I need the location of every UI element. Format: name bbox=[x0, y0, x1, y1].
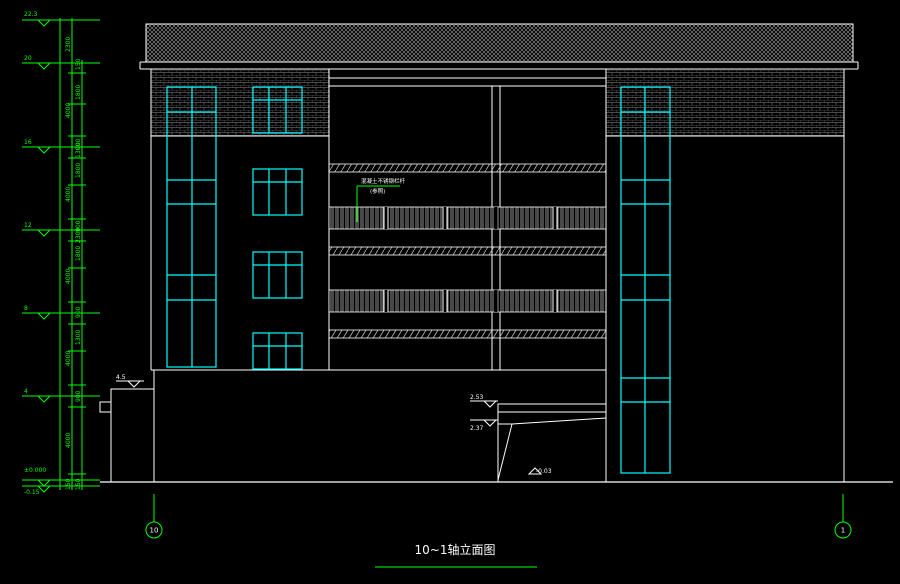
segment-label: 150 bbox=[75, 478, 82, 490]
left-windows bbox=[252, 86, 303, 370]
left-curtain-wall bbox=[166, 86, 217, 368]
segment-label: 150 bbox=[65, 478, 72, 490]
level-markers bbox=[37, 19, 51, 493]
segment-label: 4000 bbox=[65, 351, 72, 366]
drawing-title: 10~1轴立面图 bbox=[415, 542, 496, 557]
level-label: -0.15 bbox=[24, 489, 40, 496]
grid-bubble-label-left: 10 bbox=[150, 527, 159, 535]
level-label: 16 bbox=[24, 139, 32, 146]
segment-label: 900 bbox=[75, 138, 82, 150]
elevation-entry-top: 2.53 bbox=[470, 394, 484, 401]
balcony-railings bbox=[328, 206, 607, 313]
segment-label: 4000 bbox=[65, 103, 72, 118]
segment-label: 4000 bbox=[65, 269, 72, 284]
segment-label: 150 bbox=[75, 58, 82, 70]
level-label: 22.3 bbox=[24, 11, 38, 18]
segment-label: 4000 bbox=[65, 433, 72, 448]
segment-label: 1800 bbox=[75, 246, 82, 261]
right-brick-panel bbox=[605, 68, 845, 137]
segment-label: 1300 bbox=[75, 143, 82, 158]
floor-slabs bbox=[328, 163, 607, 339]
grid-axis-left: 10 bbox=[145, 494, 163, 539]
segment-label: 4000 bbox=[65, 187, 72, 202]
level-label: 12 bbox=[24, 222, 32, 229]
segment-labels: 2300 150 1800 4000 900 1800 1300 4000 90… bbox=[65, 37, 82, 490]
segment-label: 2300 bbox=[75, 228, 82, 243]
segment-label: 1800 bbox=[75, 163, 82, 178]
level-label: 8 bbox=[24, 305, 28, 312]
dimension-ruler bbox=[22, 18, 100, 490]
segment-label: 1800 bbox=[75, 85, 82, 100]
segment-label: 900 bbox=[75, 306, 82, 318]
level-label: 20 bbox=[24, 55, 32, 62]
podium bbox=[99, 388, 607, 483]
right-curtain-wall bbox=[620, 86, 671, 474]
segment-label: 1300 bbox=[75, 330, 82, 345]
segment-label: 900 bbox=[75, 220, 82, 232]
callout-note: 混凝土不锈钢栏杆 bbox=[361, 177, 406, 185]
segment-label: 2300 bbox=[65, 37, 72, 52]
grid-bubble-label-right: 1 bbox=[841, 527, 845, 535]
elevation-entry-bottom: 2.37 bbox=[470, 425, 484, 432]
elevation-canopy: 4.5 bbox=[116, 374, 126, 381]
level-label: 4 bbox=[24, 388, 28, 395]
left-brick-panel bbox=[150, 68, 330, 137]
callout-note-sub: (参照) bbox=[370, 187, 385, 195]
segment-label: 900 bbox=[75, 390, 82, 402]
roof-parapet bbox=[145, 23, 854, 63]
level-label: ±0.000 bbox=[24, 467, 46, 474]
level-labels: 22.3 20 16 12 8 4 ±0.000 -0.15 bbox=[24, 11, 46, 496]
elevation-ground-entry: -0.03 bbox=[536, 468, 552, 475]
elevation-marks: 4.5 2.53 2.37 -0.03 bbox=[116, 374, 552, 475]
railing-callout: 混凝土不锈钢栏杆 (参照) bbox=[356, 177, 406, 222]
grid-axis-right: 1 bbox=[834, 494, 852, 539]
